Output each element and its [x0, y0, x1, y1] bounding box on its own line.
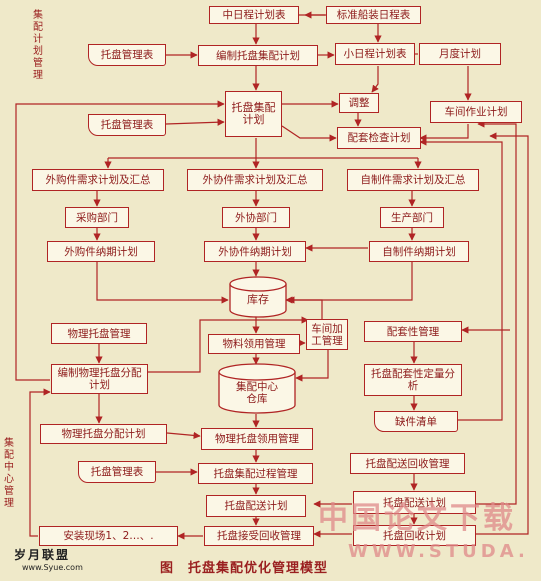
- box-compile-pallet-plan: 编制托盘集配计划: [198, 45, 318, 66]
- box-pallet-process-mgmt: 托盘集配过程管理: [198, 463, 313, 484]
- box-matching-mgmt: 配套性管理: [364, 321, 462, 342]
- label-inventory: 库存: [247, 293, 269, 306]
- box-monthly-plan: 月度计划: [419, 43, 501, 65]
- box-standard-ship-schedule: 标准船装日程表: [326, 6, 421, 24]
- box-purchased-demand: 外购件需求计划及汇总: [32, 169, 164, 191]
- box-compile-physical-plan: 编制物理托盘分配计划: [51, 364, 148, 394]
- label-distribution-warehouse: 集配中心仓库: [236, 381, 278, 405]
- box-purchasing-dept: 采购部门: [65, 207, 129, 228]
- site-url-text: www.Syue.com: [22, 563, 83, 572]
- box-production-dept: 生产部门: [380, 207, 444, 228]
- box-physical-pallet-plan: 物理托盘分配计划: [40, 424, 167, 444]
- box-selfmade-delivery: 自制件纳期计划: [369, 241, 469, 262]
- box-matching-analysis: 托盘配套性定量分析: [364, 364, 462, 396]
- box-delivery-recovery-mgmt: 托盘配送回收管理: [350, 453, 465, 474]
- box-small-schedule: 小日程计划表: [335, 43, 415, 65]
- box-workshop-processing: 车间加工管理: [306, 319, 348, 350]
- box-outsourced-demand: 外协件需求计划及汇总: [187, 169, 323, 191]
- box-pallet-table-1: 托盘管理表: [88, 44, 166, 66]
- box-pallet-table-3: 托盘管理表: [78, 461, 156, 483]
- box-outsourcing-dept: 外协部门: [222, 207, 290, 228]
- box-recovery-plan: 托盘回收计划: [353, 525, 476, 546]
- watermark-cn: 中国论文下载: [318, 501, 516, 536]
- side-label-center-management: 集配中心管理: [4, 438, 14, 509]
- box-delivery-plan-center: 托盘配送计划: [206, 495, 306, 517]
- box-purchased-delivery: 外购件纳期计划: [47, 241, 155, 262]
- box-workshop-plan: 车间作业计划: [430, 101, 522, 123]
- inventory-cylinder-shape: [229, 276, 287, 318]
- box-delivery-plan-right: 托盘配送计划: [353, 491, 476, 514]
- figure-caption: 图 托盘集配优化管理模型: [160, 561, 329, 576]
- box-install-site: 安装现场1、2…、.: [39, 526, 178, 546]
- side-label-plan-management: 集配计划管理: [33, 10, 43, 81]
- watermark-url: WWW.STUDA.: [348, 541, 529, 562]
- warehouse-cylinder-shape: [218, 363, 296, 414]
- site-logo-text: 岁月联盟: [14, 548, 71, 562]
- box-pallet-receive-recovery: 托盘接受回收管理: [204, 526, 314, 546]
- box-adjust: 调整: [339, 93, 379, 113]
- box-outsourced-delivery: 外协件纳期计划: [204, 241, 306, 262]
- box-physical-pallet-issue: 物理托盘领用管理: [201, 428, 313, 450]
- box-mid-schedule: 中日程计划表: [209, 6, 299, 24]
- box-material-issue: 物料领用管理: [208, 334, 300, 354]
- box-pallet-allocation-plan: 托盘集配计划: [225, 91, 282, 137]
- box-pallet-table-2: 托盘管理表: [88, 114, 166, 136]
- box-matching-check-plan: 配套检查计划: [337, 127, 421, 149]
- box-selfmade-demand: 自制件需求计划及汇总: [347, 169, 479, 191]
- box-shortage-list: 缺件清单: [374, 411, 458, 432]
- box-physical-pallet-mgmt: 物理托盘管理: [51, 323, 147, 344]
